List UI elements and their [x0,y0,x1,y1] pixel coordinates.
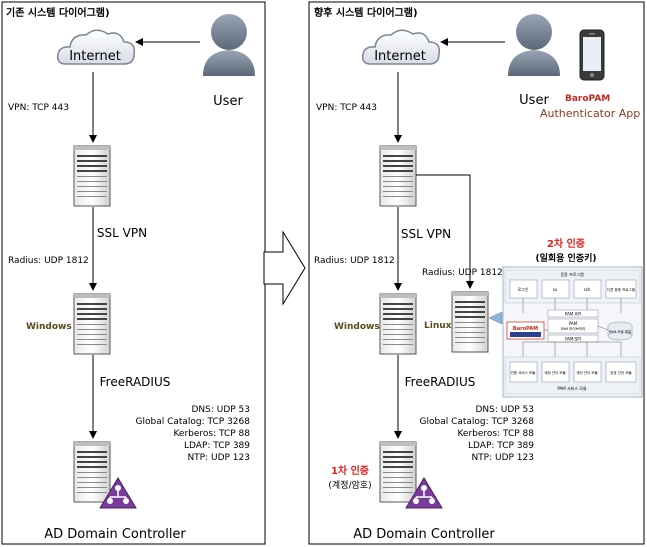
before-freeradius-label: FreeRADIUS [100,375,171,389]
after-windows-label: Windows [334,322,380,332]
after-radius-port-linux: Radius: UDP 1812 [422,268,503,278]
after-ad-label: AD Domain Controller [353,527,495,542]
after-ssl-vpn-server-icon [379,145,417,207]
after-ad-server-icon [379,441,417,503]
before-panel [1,1,266,545]
after-port-list: DNS: UDP 53 Global Catalog: TCP 3268 Ker… [420,405,535,463]
auth1-label: 1차 인증 [331,464,369,477]
transition-arrow [263,230,306,306]
before-port-item: DNS: UDP 53 [191,405,250,415]
linux-server-icon [451,291,489,353]
app-brand-label: BaroPAM [565,94,610,104]
after-vpn-port: VPN: TCP 443 [316,103,377,113]
before-freeradius-server-icon [73,293,111,355]
vpn-to-linux-arrow [416,174,474,289]
before-vpn-port: VPN: TCP 443 [8,103,69,113]
before-title: 기존 시스템 다이어그램) [6,6,110,19]
app-name-label: Authenticator App [540,107,640,120]
before-port-item: Global Catalog: TCP 3268 [136,417,251,427]
pam-badge-label: BaroPAM [513,326,538,332]
pam-module-item: 세션 관리 모듈 [576,370,598,375]
pam-app-item: 로그인 [517,286,528,292]
pam-module-item: 암호 관리 모듈 [610,370,632,375]
linux-label: Linux [424,321,452,331]
after-port-item: LDAP: TCP 389 [468,441,534,451]
pam-app-item: ssh [584,287,591,292]
pam-bottom-label: PAM 서비스 모듈 [557,385,587,391]
after-internet-label: Internet [374,49,426,64]
pam-core-sub: PAM [569,321,578,326]
before-port-item: LDAP: TCP 389 [184,441,250,451]
auth1-sub-label: (계정/암호) [328,479,371,491]
after-ssl-vpn-label: SSL VPN [401,227,451,241]
before-ssl-vpn-label: SSL VPN [97,226,147,240]
linux-to-pam-pointer [488,311,503,325]
before-internet-label: Internet [69,49,121,64]
after-port-item: Kerberos: TCP 88 [457,429,534,439]
auth2-sub-label: (일회용 인증키) [535,252,596,264]
before-port-item: Kerberos: TCP 88 [173,429,250,439]
pam-architecture-diagram: 응용 프로그램 로그인 su ssh 다른 응용 프로그램 PAM API PA… [502,266,643,398]
pam-core-label: PAM 라이브러리 [561,326,586,331]
after-port-item: DNS: UDP 53 [475,405,534,415]
pam-module-item: 계정 관리 모듈 [544,370,566,375]
after-radius-port-left: Radius: UDP 1812 [314,256,395,266]
auth2-label: 2차 인증 [547,237,585,250]
after-freeradius-label: FreeRADIUS [405,375,476,389]
before-port-item: NTP: UDP 123 [187,453,250,463]
pam-app-list: 로그인 su ssh 다른 응용 프로그램 [509,279,637,299]
after-port-item: Global Catalog: TCP 3268 [420,417,535,427]
before-ssl-vpn-server-icon [73,145,111,207]
smartphone-icon [579,29,605,81]
before-ad-server-icon [73,441,111,503]
pam-spi-label: PAM SPI [565,337,581,342]
after-title: 향후 시스템 다이어그램) [314,6,418,19]
before-radius-port: Radius: UDP 1812 [8,256,89,266]
pam-api-label: PAM API [565,312,581,317]
before-windows-label: Windows [26,322,72,332]
pam-config-label: PAM 구성 파일 [609,329,631,334]
pam-app-item: su [553,287,558,292]
after-port-item: NTP: UDP 123 [471,453,534,463]
pam-module-item: 인증 서비스 모듈 [511,370,537,375]
after-freeradius-server-icon [379,293,417,355]
before-user-label: User [213,94,243,109]
after-user-label: User [519,93,549,108]
pam-top-label: 응용 프로그램 [560,271,584,277]
pam-module-list: 인증 서비스 모듈 계정 관리 모듈 세션 관리 모듈 암호 관리 모듈 [509,361,637,383]
pam-app-item: 다른 응용 프로그램 [607,287,635,292]
before-port-list: DNS: UDP 53 Global Catalog: TCP 3268 Ker… [136,405,251,463]
before-ad-label: AD Domain Controller [44,527,186,542]
